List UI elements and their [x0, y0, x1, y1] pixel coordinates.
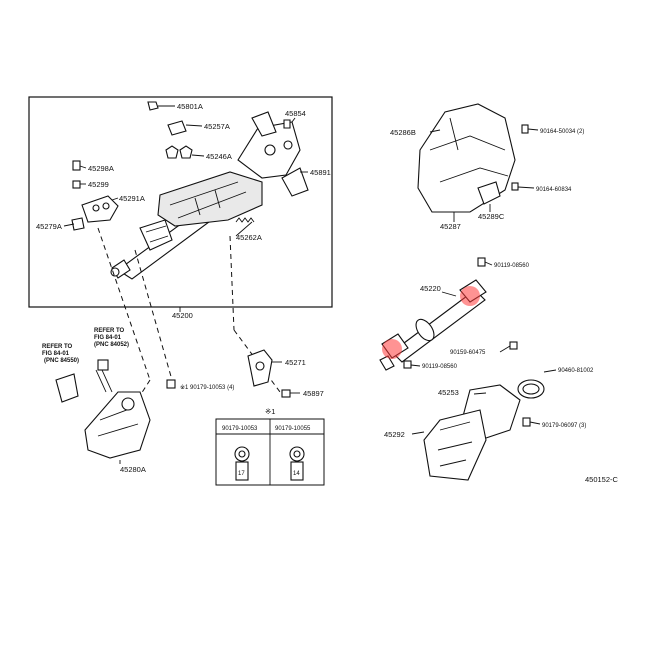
label-45220: 45220: [420, 284, 441, 293]
bolt-icon-2: 14: [289, 446, 305, 481]
leader-lines-box: [63, 105, 308, 312]
label-45280A: 45280A: [120, 465, 146, 474]
label-90119-08560-bottom: 90119-08560: [422, 364, 458, 370]
bolt-icon-1: 17: [234, 446, 250, 481]
refer-note-left-2: FIG 84-01: [42, 351, 70, 357]
highlight-upper-joint: [460, 286, 480, 306]
label-90179-06097: 90179-06097 (3): [542, 423, 586, 429]
label-45897: 45897: [303, 389, 324, 398]
table-size-2: 14: [293, 471, 300, 477]
label-45253: 45253: [438, 388, 459, 397]
label-45289C: 45289C: [478, 212, 505, 221]
refer-note-right-3: (PNC 84052): [94, 342, 129, 348]
highlight-lower-joint: [382, 339, 402, 359]
label-90119-08560-top: 90119-08560: [494, 263, 530, 269]
part-labels: 45801A 45257A 45246A 45854 45891 45298A …: [36, 102, 619, 484]
label-45299: 45299: [88, 180, 109, 189]
table-title: ※1: [265, 407, 275, 416]
label-45287: 45287: [440, 222, 461, 231]
steering-column-cover: [417, 103, 539, 222]
refer-note-right-2: FIG 84-01: [94, 335, 122, 341]
label-45200: 45200: [172, 311, 193, 320]
label-90164-60834: 90164-60834: [536, 187, 572, 193]
label-45291A: 45291A: [119, 194, 145, 203]
bolt-reference-table: ※1 90179-10053 90179-10055 17 14: [215, 407, 325, 486]
label-45279A: 45279A: [36, 222, 62, 231]
intermediate-shaft-45220: [379, 257, 518, 371]
table-col-1: 90179-10053: [222, 426, 258, 432]
label-90159-60475: 90159-60475: [450, 350, 486, 356]
hole-cover-assembly: [411, 369, 557, 481]
table-size-1: 17: [238, 471, 245, 477]
label-45292: 45292: [384, 430, 405, 439]
label-45801A: 45801A: [177, 102, 203, 111]
label-45271: 45271: [285, 358, 306, 367]
refer-note-left-3: (PNC 84550): [44, 358, 79, 364]
small-parts-left: [71, 101, 291, 231]
key-and-bracket-parts: [166, 349, 300, 398]
label-45286B: 45286B: [390, 128, 416, 137]
label-45262A: 45262A: [236, 233, 262, 242]
label-90164-50034: 90164-50034 (2): [540, 129, 584, 135]
label-45298A: 45298A: [88, 164, 114, 173]
label-90460-81002: 90460-81002: [558, 368, 594, 374]
label-90179-10053: ※1 90179-10053 (4): [180, 384, 234, 391]
label-45246A: 45246A: [206, 152, 232, 161]
label-45257A: 45257A: [204, 122, 230, 131]
table-col-2: 90179-10055: [275, 426, 311, 432]
label-45854: 45854: [285, 109, 306, 118]
refer-note-left-1: REFER TO: [42, 344, 73, 350]
lock-cylinder-assembly: [55, 359, 151, 464]
steering-column-assembly: [110, 111, 309, 280]
group-box-45200: [28, 96, 333, 308]
label-450152-C: 450152-C: [585, 475, 619, 484]
refer-note-right-1: REFER TO: [94, 328, 125, 334]
label-45891: 45891: [310, 168, 331, 177]
